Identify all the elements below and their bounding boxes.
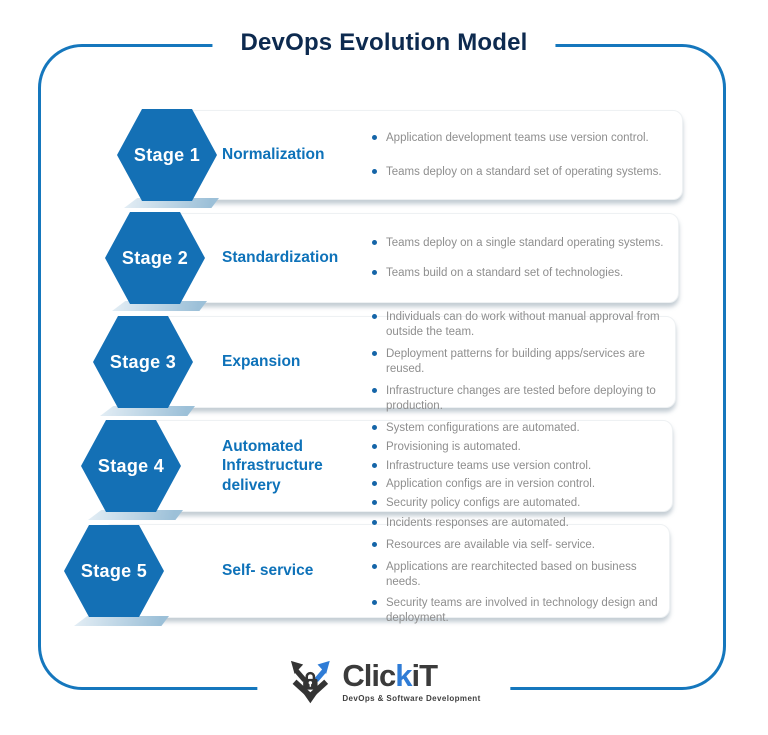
logo-text-block: ClickiT DevOps & Software Development (342, 660, 480, 703)
stage-card (102, 524, 670, 618)
brand-k: k (395, 657, 412, 693)
stage-title: Automated Infrastructure delivery (222, 437, 323, 494)
stage-badge-label: Stage 3 (109, 351, 177, 372)
bullet-text: Teams build on a standard set of technol… (386, 266, 624, 279)
bullet-text: System configurations are automated. (386, 421, 580, 434)
fold-shadow (88, 510, 183, 520)
clickit-logo: ClickiT DevOps & Software Development (257, 652, 511, 710)
fold-shadow (100, 406, 195, 416)
stage-badge-label: Stage 1 (133, 144, 201, 165)
stage-row-4: Stage 4 Automated Infrastructure deliver… (0, 420, 768, 520)
fold-shadow (74, 616, 169, 626)
bullet-dot-icon (372, 563, 377, 569)
bullet-text: Teams deploy on a single standard operat… (386, 236, 664, 249)
bullet-item: Application development teams use versio… (372, 131, 672, 146)
bullet-item: Security teams are involved in technolog… (372, 596, 672, 626)
fold-shadow (112, 301, 207, 311)
stage-row-3: Stage 3 Expansion Individuals can do wor… (0, 311, 768, 416)
bullet-dot-icon (372, 134, 377, 140)
bullet-text: Security policy configs are automated. (386, 497, 581, 510)
bullet-item: Provisioning is automated. (372, 440, 672, 455)
brand-tagline: DevOps & Software Development (342, 693, 481, 703)
stage-row-5: Stage 5 Self- service Incidents response… (0, 517, 768, 626)
bullet-text: Application development teams use versio… (386, 131, 649, 144)
bullet-dot-icon (372, 269, 377, 275)
bullet-text: Teams deploy on a standard set of operat… (386, 165, 662, 178)
bullet-dot-icon (372, 462, 377, 468)
bullet-dot-icon (372, 541, 377, 547)
bullet-text: Application configs are in version contr… (386, 478, 596, 491)
bullet-dot-icon (372, 443, 377, 449)
bullet-item: Security policy configs are automated. (372, 496, 672, 511)
bullet-dot-icon (372, 600, 377, 606)
fold-shadow (124, 198, 219, 208)
bullet-text: Infrastructure changes are tested before… (386, 384, 656, 412)
stage-bullet-list: Teams deploy on a single standard operat… (372, 213, 672, 303)
stage-card (140, 213, 679, 303)
bullet-item: Infrastructure changes are tested before… (372, 384, 672, 414)
bullet-text: Provisioning is automated. (386, 440, 521, 453)
stage-badge-hexagon: Stage 3 (93, 316, 193, 408)
stage-bullet-list: Application development teams use versio… (372, 110, 672, 200)
stage-title: Expansion (222, 353, 301, 371)
stage-title: Normalization (222, 146, 325, 164)
bullet-dot-icon (372, 500, 377, 506)
stage-badge-hexagon: Stage 4 (81, 420, 181, 512)
bullet-item: Application configs are in version contr… (372, 477, 672, 492)
shield-lock-icon (290, 660, 330, 704)
bullet-item: Teams build on a standard set of technol… (372, 266, 672, 281)
stage-badge-label: Stage 5 (80, 560, 148, 581)
bullet-item: Incidents responses are automated. (372, 516, 672, 531)
bullet-item: Teams deploy on a standard set of operat… (372, 165, 672, 180)
bullet-dot-icon (372, 387, 377, 393)
bullet-text: Individuals can do work without manual a… (386, 311, 660, 339)
bullet-item: Deployment patterns for building apps/se… (372, 347, 672, 377)
stage-bullet-list: System configurations are automated. Pro… (372, 420, 672, 512)
stage-title: Self- service (222, 562, 314, 580)
stage-badge-hexagon: Stage 1 (117, 109, 217, 201)
stage-title: Standardization (222, 249, 339, 267)
stage-row-1: Stage 1 Normalization Application develo… (0, 109, 768, 208)
bullet-text: Resources are available via self- servic… (386, 538, 596, 551)
brand-suffix: iT (411, 657, 438, 693)
bullet-dot-icon (372, 314, 377, 320)
stage-bullet-list: Incidents responses are automated. Resou… (372, 517, 672, 624)
bullet-text: Infrastructure teams use version control… (386, 459, 592, 472)
stage-row-2: Stage 2 Standardization Teams deploy on … (0, 212, 768, 311)
bullet-item: System configurations are automated. (372, 421, 672, 436)
bullet-dot-icon (372, 351, 377, 357)
brand-name: ClickiT (342, 660, 480, 691)
stage-bullet-list: Individuals can do work without manual a… (372, 311, 672, 412)
bullet-item: Teams deploy on a single standard operat… (372, 236, 672, 251)
stage-card (152, 110, 683, 200)
bullet-dot-icon (372, 519, 377, 525)
stage-badge-label: Stage 2 (121, 247, 189, 268)
brand-prefix: Clic (342, 657, 396, 693)
bullet-text: Applications are rearchitected based on … (386, 560, 637, 588)
bullet-dot-icon (372, 481, 377, 487)
bullet-text: Deployment patterns for building apps/se… (386, 348, 645, 375)
stage-card (116, 420, 673, 512)
bullet-dot-icon (372, 239, 377, 245)
bullet-item: Individuals can do work without manual a… (372, 310, 672, 340)
bullet-dot-icon (372, 168, 377, 174)
bullet-item: Infrastructure teams use version control… (372, 459, 672, 474)
stage-badge-label: Stage 4 (97, 455, 165, 476)
bullet-dot-icon (372, 424, 377, 430)
page-title: DevOps Evolution Model (212, 29, 556, 57)
bullet-item: Resources are available via self- servic… (372, 538, 672, 553)
stage-card (128, 316, 676, 408)
bullet-item: Applications are rearchitected based on … (372, 560, 672, 590)
bullet-text: Incidents responses are automated. (386, 516, 569, 529)
bullet-text: Security teams are involved in technolog… (386, 597, 658, 625)
